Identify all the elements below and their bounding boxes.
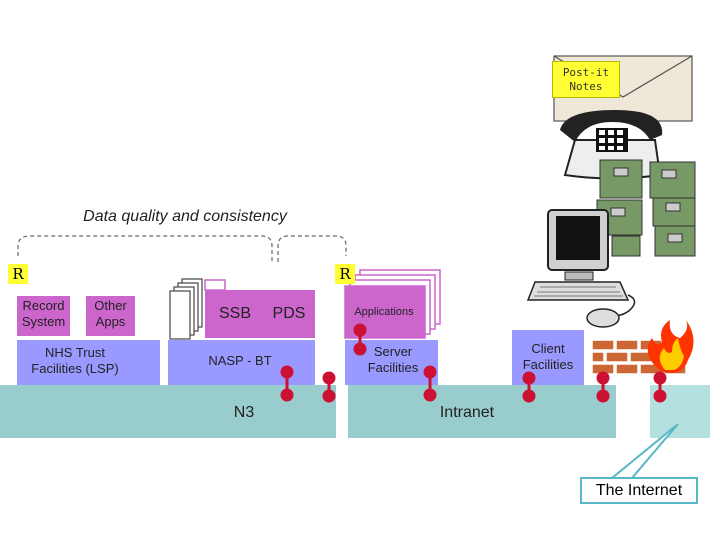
applications-stack [344,269,441,339]
connector [423,365,437,402]
nhs-trust-label: NHS Trust Facilities (LSP) [31,345,119,376]
computer-icon [547,209,609,281]
postit-notes: Post-it Notes [552,61,620,98]
nasp-band [168,340,315,385]
keyboard-icon [526,281,630,301]
n3-network-band [0,385,336,438]
internet-callout-pointer [609,423,679,479]
connector [353,323,367,356]
document-stack-icon [169,278,203,340]
ssb-pds-box [205,290,315,338]
nasp-label: NASP - BT [208,353,272,368]
mouse-icon [586,294,636,328]
n3-label: N3 [233,404,255,421]
intranet-label: Intranet [439,404,495,421]
router-left-tag: R [8,264,28,284]
data-quality-heading: Data quality and consistency [83,208,287,225]
dashed-boundary [17,235,347,262]
connector [280,365,294,402]
network-connectors [280,323,667,403]
filing-cabinet-icon [596,159,696,257]
connector [596,371,610,403]
router-right-tag: R [335,264,355,284]
pds-label: PDS [272,305,306,322]
ssb-label: SSB [218,305,251,322]
record-system-box [17,296,70,336]
nhs-trust-band [17,340,160,385]
connector [653,371,667,403]
other-apps-label: Other Apps [94,298,127,329]
other-apps-box [86,296,135,336]
intranet-network-band [348,385,616,438]
flame-icon [647,320,694,373]
applications-label: Applications [354,306,414,318]
server-facilities-label: Server Facilities [367,344,419,375]
record-system-label: Record System [21,298,66,329]
connector [522,371,536,403]
connector [322,371,336,403]
client-facilities-label: Client Facilities [522,341,574,372]
the-internet-callout: The Internet [580,477,698,504]
